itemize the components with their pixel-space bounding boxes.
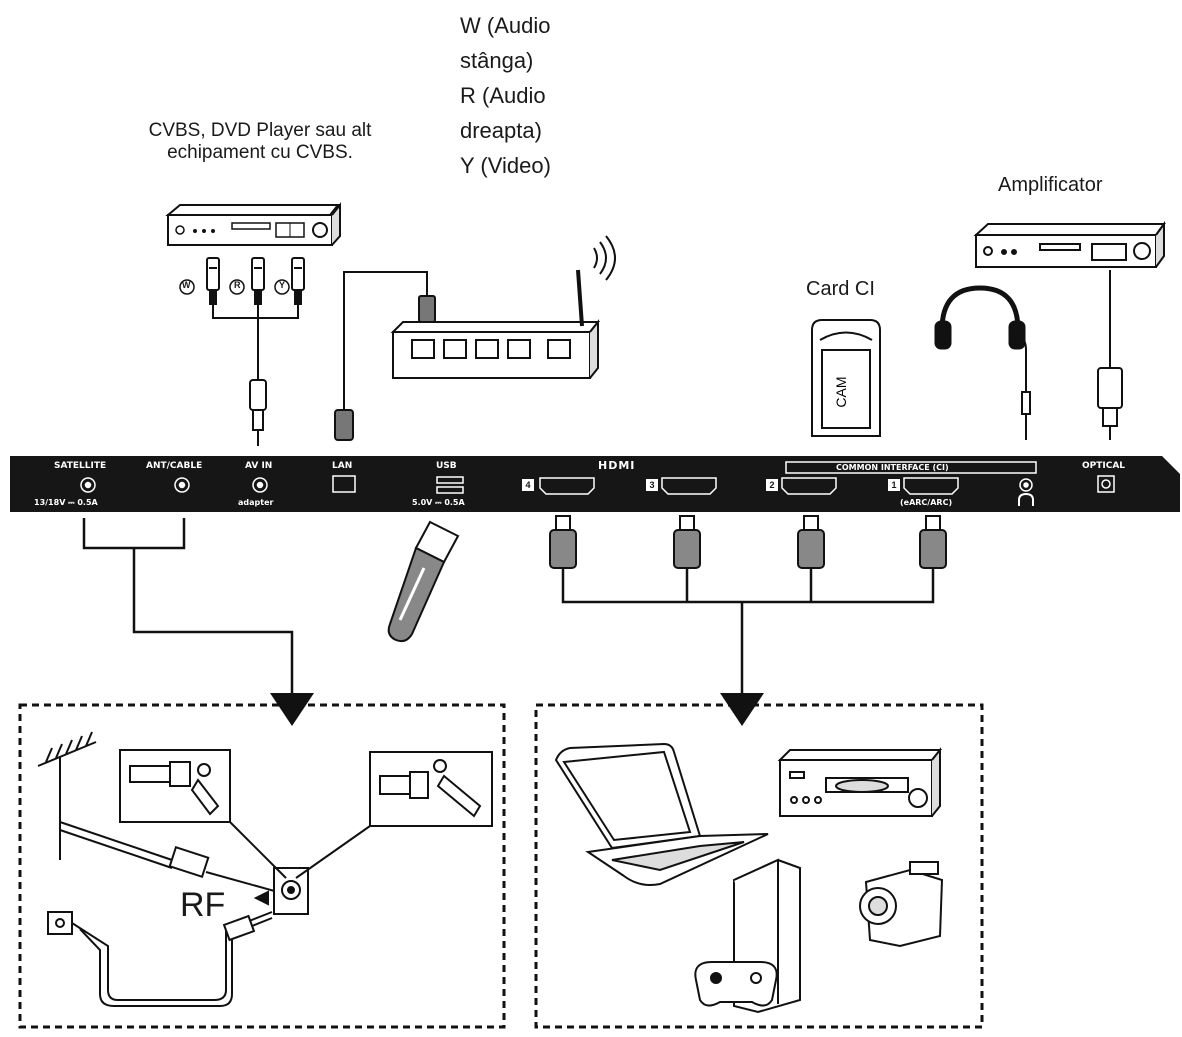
coax-cable-icon xyxy=(47,821,309,1007)
audio-legend-line: Y (Video) xyxy=(460,153,551,178)
hdmi-port-numbers xyxy=(522,479,900,491)
ant-cable-label: ANT/CABLE xyxy=(146,461,203,471)
audio-legend-line: R (Audio xyxy=(460,83,546,108)
lan-cable-icon xyxy=(334,271,436,441)
amplifier-icon xyxy=(973,220,1166,268)
cvbs-label-line1: CVBS, DVD Player sau alt xyxy=(148,120,372,141)
amplifier-label: Amplificator xyxy=(998,174,1103,196)
hdmi-connector-lines xyxy=(561,568,935,695)
dvd-player-icon xyxy=(165,202,341,246)
rca-letter-badges xyxy=(179,279,290,295)
antenna-icon xyxy=(37,731,97,860)
earc-label: (eARC/ARC) xyxy=(900,498,953,507)
audio-legend-line: dreapta) xyxy=(460,118,542,143)
audio-legend-line: W (Audio xyxy=(460,13,551,38)
rca-cable-icon xyxy=(206,257,305,446)
hdmi-port-3-number: 3 xyxy=(649,480,654,490)
cvbs-label-line2: echipament cu CVBS. xyxy=(167,142,353,163)
rca-r-letter: R xyxy=(234,280,241,290)
arrow-down-hdmi xyxy=(720,693,764,726)
headphones-icon xyxy=(934,285,1031,440)
connector-inset-left xyxy=(119,749,287,879)
hdmi-port-4-number: 4 xyxy=(525,480,530,490)
card-ci-label: Card CI xyxy=(806,278,875,300)
laptop-icon xyxy=(554,742,769,886)
headphone-jack-icon xyxy=(1018,492,1034,506)
cvbs-label: CVBS, DVD Player sau alt echipament cu C… xyxy=(110,120,410,164)
hdmi-devices-box xyxy=(534,703,984,1029)
connector-inset-right xyxy=(295,751,493,879)
antenna-setup-box xyxy=(18,703,506,1029)
audio-legend-line: stânga) xyxy=(460,48,534,73)
av-adapter-label: adapter xyxy=(238,498,274,507)
usb-power-label: 5.0V ⎓ 0.5A xyxy=(412,498,465,507)
optical-label: OPTICAL xyxy=(1082,461,1126,471)
satellite-label: SATELLITE xyxy=(54,461,107,471)
hdmi-cables-icon xyxy=(549,515,947,569)
panel-ports xyxy=(80,461,1115,495)
common-interface-label: COMMON INTERFACE (CI) xyxy=(836,463,949,472)
usb-label: USB xyxy=(436,461,457,471)
hdmi-logo: HDMI xyxy=(598,459,636,472)
av-in-label: AV IN xyxy=(245,461,273,471)
rf-label: RF xyxy=(180,886,226,924)
rca-w-letter: W xyxy=(182,280,191,290)
hdmi-port-2-number: 2 xyxy=(769,480,774,490)
hdmi-port-1-number: 1 xyxy=(891,480,896,490)
cam-label: CAM xyxy=(833,376,849,407)
rca-y-letter: Y xyxy=(279,280,286,290)
arrow-down-antenna xyxy=(270,693,314,726)
tv-back-panel xyxy=(10,456,1180,512)
game-console-icon xyxy=(694,858,801,1014)
cam-card-icon xyxy=(811,319,881,437)
camcorder-icon xyxy=(859,861,944,948)
dvd-recorder-icon xyxy=(777,747,943,817)
antenna-connector-lines xyxy=(82,518,294,695)
lan-label: LAN xyxy=(332,461,353,471)
satellite-power-label: 13/18V ⎓ 0.5A xyxy=(34,498,98,507)
usb-stick-icon xyxy=(387,520,460,643)
router-icon xyxy=(390,235,616,379)
optical-cable-icon xyxy=(1097,270,1123,440)
audio-legend: W (Audio stânga) R (Audio dreapta) Y (Vi… xyxy=(460,8,551,183)
